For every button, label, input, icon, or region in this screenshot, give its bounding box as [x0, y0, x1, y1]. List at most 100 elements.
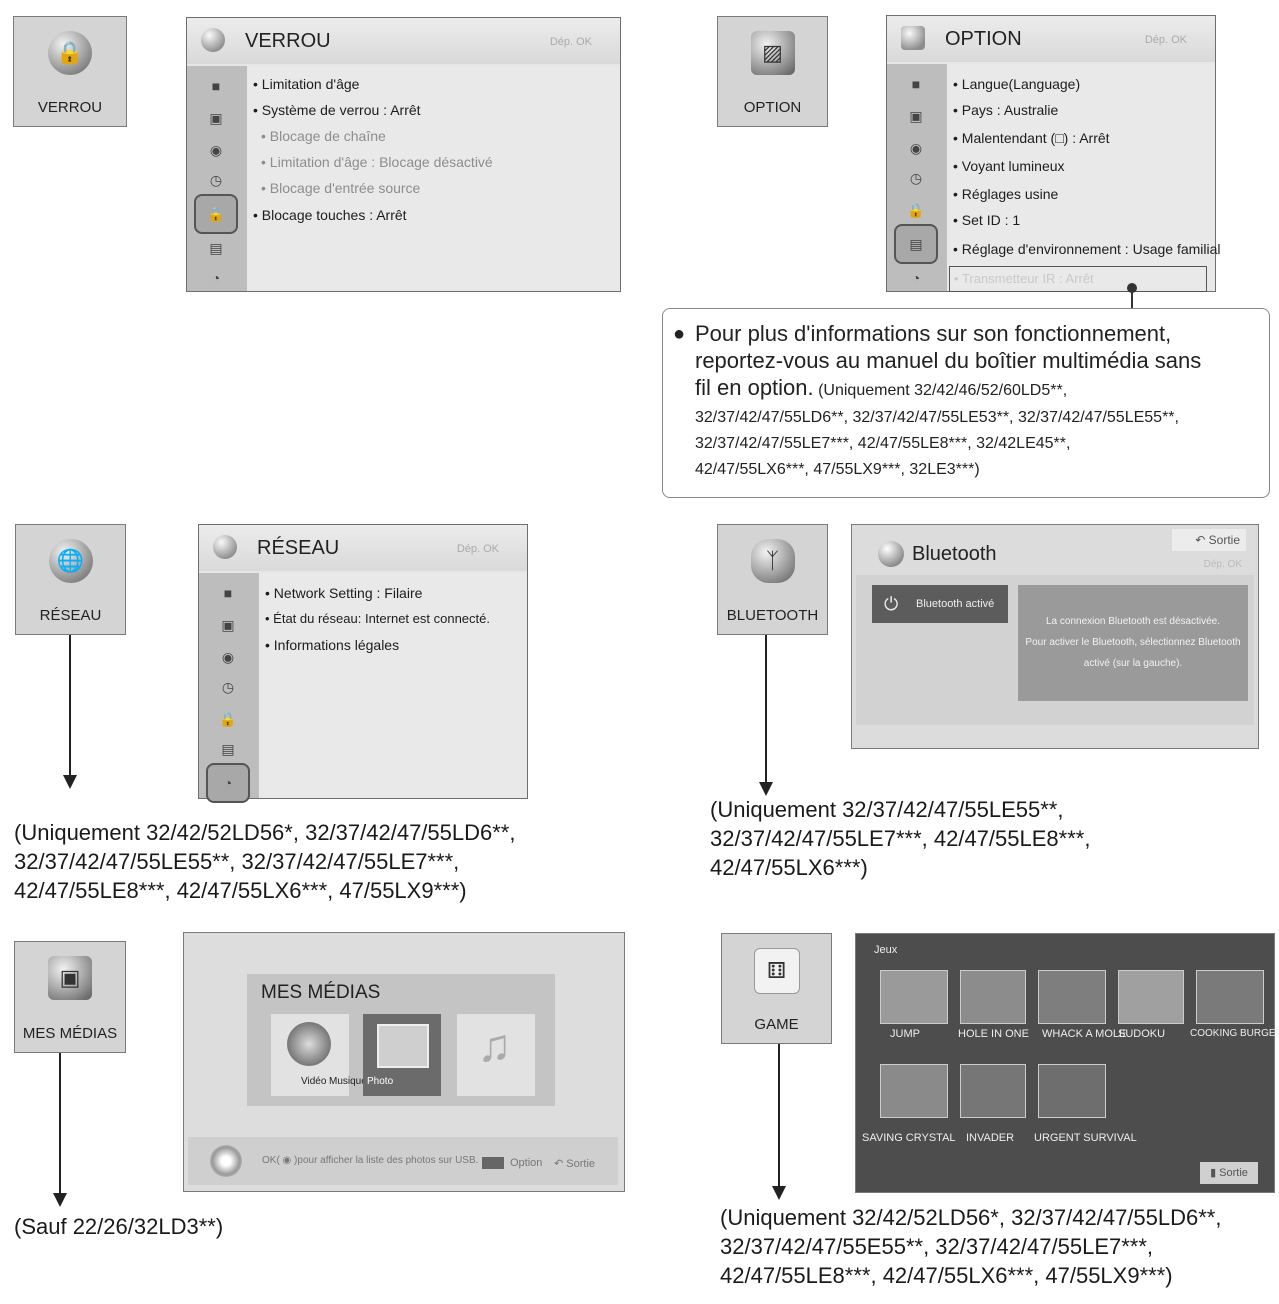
option-icon[interactable]: ▤ [221, 740, 235, 757]
game-label: JUMP [890, 1028, 920, 1040]
menu-item[interactable]: • Réglages usine [953, 186, 1059, 202]
reseau-arrow [69, 635, 71, 775]
screen-icon[interactable]: ▣ [209, 109, 223, 126]
note-line: (Uniquement 32/37/42/47/55LE55**, [710, 797, 1064, 822]
game-item-saving-crystal[interactable] [880, 1064, 948, 1118]
menu-item[interactable]: • Limitation d'âge : Blocage désactivé [261, 154, 493, 170]
video-tile[interactable]: Vidéo [271, 1014, 349, 1096]
padlock-icon [201, 28, 225, 52]
lock-icon[interactable]: 🔒 [907, 201, 925, 218]
bluetooth-activate-button[interactable]: ⏻ Bluetooth activé [872, 585, 1008, 623]
game-item-invader[interactable] [960, 1064, 1026, 1118]
network-icon[interactable]: ◔ [911, 270, 921, 286]
medias-arrow-head [53, 1193, 67, 1207]
game-item-sudoku[interactable] [1118, 970, 1184, 1024]
game-label: WHACK A MOLE [1042, 1028, 1127, 1040]
games-heading: Jeux [874, 944, 898, 956]
nav-hint: Dép. OK [456, 543, 499, 555]
bluetooth-screen: Bluetooth ↶ Sortie Dép. OK ⏻ Bluetooth a… [851, 524, 1259, 749]
network-icon[interactable]: ◔ [211, 270, 221, 286]
message-line: La connexion Bluetooth est désactivée. [1045, 616, 1220, 627]
exit-button[interactable]: ↶ Sortie [1172, 529, 1246, 551]
reseau-tile[interactable]: 🌐 RÉSEAU [15, 524, 126, 635]
game-tile[interactable]: ⚅ GAME [721, 933, 832, 1044]
item-label: Limitation d'âge [261, 76, 360, 92]
nav-hint: Dép. OK [1144, 34, 1187, 46]
audio-icon[interactable]: ◉ [909, 139, 923, 156]
menu-item[interactable]: • Voyant lumineux [953, 158, 1065, 174]
film-reel-icon [287, 1022, 331, 1066]
game-item-urgent-survival[interactable] [1038, 1064, 1106, 1118]
menu-item[interactable]: • Système de verrou : Arrêt [253, 102, 421, 118]
network-icon[interactable]: ◔ [206, 763, 250, 803]
exit-button[interactable]: ↶ Sortie [554, 1158, 596, 1170]
option-callout-box: ● Pour plus d'informations sur son fonct… [662, 308, 1270, 498]
menu-item[interactable]: • Réglage d'environnement : Usage famili… [953, 241, 1221, 257]
menu-item[interactable]: • Blocage de chaîne [261, 128, 386, 144]
exit-label: Sortie [566, 1158, 596, 1170]
music-tile[interactable]: ♫ [457, 1014, 535, 1096]
option-icon[interactable]: ▤ [209, 239, 223, 256]
menu-item[interactable]: • Pays : Australie [953, 102, 1059, 118]
menu-item[interactable]: • Informations légales [265, 637, 400, 653]
menu-item[interactable]: • État du réseau: Internet est connecté. [265, 611, 490, 626]
game-item-hole-in-one[interactable] [960, 970, 1026, 1024]
option-icon[interactable]: ▤ [894, 224, 938, 264]
item-label: Système de verrou : Arrêt [261, 102, 421, 118]
item-label: Réglage d'environnement : Usage familial [961, 241, 1221, 257]
menu-item[interactable]: • Network Setting : Filaire [265, 585, 423, 601]
menu-item[interactable]: • Blocage d'entrée source [261, 180, 421, 196]
menu-item[interactable]: • Set ID : 1 [953, 212, 1021, 228]
game-note: (Uniquement 32/42/52LD56*, 32/37/42/47/5… [720, 1203, 1221, 1290]
game-arrow [778, 1044, 780, 1187]
photo-tile[interactable]: Photo [363, 1014, 441, 1096]
item-label: Informations légales [273, 637, 400, 653]
menu-item[interactable]: • Limitation d'âge [253, 76, 360, 92]
bluetooth-arrow [765, 635, 767, 785]
lock-icon[interactable]: 🔒 [219, 710, 237, 727]
bluetooth-tile[interactable]: ᛉ BLUETOOTH [717, 524, 828, 635]
clock-icon[interactable]: ◷ [221, 678, 235, 695]
medias-tile[interactable]: ▣ MES MÉDIAS [14, 941, 126, 1053]
option-label[interactable]: Option [510, 1157, 543, 1169]
option-tile[interactable]: ▨ OPTION [717, 16, 828, 127]
nav-hint: Dép. OK [549, 36, 592, 48]
audio-icon[interactable]: ◉ [221, 648, 235, 665]
verrou-menu-header: VERROU Dép. OK [187, 18, 620, 64]
menu-item-ir-transmitter[interactable]: • Transmetteur IR : Arrêt [949, 266, 1207, 292]
lock-icon[interactable]: 🔒 [194, 194, 238, 234]
game-label: INVADER [966, 1132, 1015, 1144]
menu-item[interactable]: • Blocage touches : Arrêt [253, 207, 407, 223]
reseau-note: (Uniquement 32/42/52LD56*, 32/37/42/47/5… [14, 818, 515, 905]
picture-icon[interactable]: ■ [211, 78, 221, 94]
game-label: COOKING BURGER [1190, 1028, 1279, 1039]
nav-hint: Dép. OK [1203, 559, 1242, 570]
bluetooth-arrow-head [759, 782, 773, 796]
game-item-jump[interactable] [880, 970, 948, 1024]
verrou-tile[interactable]: 🔒 VERROU [13, 16, 127, 127]
picture-icon[interactable]: ■ [223, 585, 233, 601]
game-label: SUDOKU [1118, 1028, 1166, 1040]
item-label: Blocage d'entrée source [269, 180, 421, 196]
clock-icon[interactable]: ◷ [209, 171, 223, 188]
game-item-whack-a-mole[interactable] [1038, 970, 1106, 1024]
item-label: Blocage de chaîne [269, 128, 386, 144]
verrou-menu-title: VERROU [245, 30, 331, 52]
game-item-cooking-burger[interactable] [1196, 970, 1264, 1024]
menu-item[interactable]: • Malentendant (□) : Arrêt [953, 130, 1110, 146]
screen-icon[interactable]: ▣ [909, 107, 923, 124]
reseau-items: • Network Setting : Filaire • État du ré… [259, 573, 527, 798]
picture-icon[interactable]: ■ [911, 76, 921, 92]
padlock-icon: 🔒 [48, 31, 92, 75]
menu-item[interactable]: • Langue(Language) [953, 76, 1081, 92]
audio-icon[interactable]: ◉ [209, 141, 223, 158]
note-line: (Uniquement 32/42/52LD56*, 32/37/42/47/5… [14, 820, 516, 845]
callout-bullet: ● [673, 323, 686, 345]
callout-connector [1131, 287, 1133, 309]
screen-icon[interactable]: ▣ [221, 616, 235, 633]
callout-small4: 42/47/55LX6***, 47/55LX9***, 32LE3***) [695, 461, 980, 478]
exit-button[interactable]: ▮ Sortie [1200, 1162, 1258, 1184]
clock-icon[interactable]: ◷ [909, 169, 923, 186]
bluetooth-tile-label: BLUETOOTH [726, 607, 819, 624]
bluetooth-message-box: La connexion Bluetooth est désactivée. P… [1018, 585, 1248, 701]
